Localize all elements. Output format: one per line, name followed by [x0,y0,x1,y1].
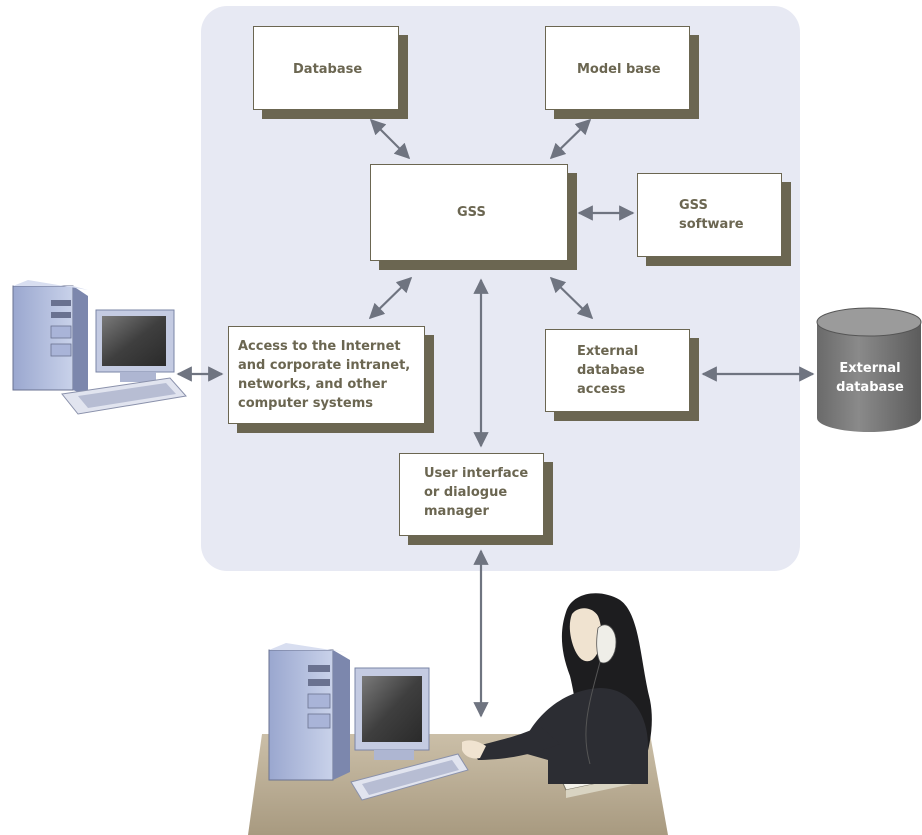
external-access-label-line-3: access [577,382,626,397]
gss-software-label-line-2: software [679,217,744,232]
database-box: Database [253,26,399,110]
external-database-label-line-2: database [836,380,904,395]
access-label-line-3: networks, and other [238,377,387,392]
external-access-box: External database access [545,329,690,412]
external-database-label: External database [818,359,922,397]
access-label-line-1: Access to the Internet [238,339,401,354]
ui-manager-label-line-2: or dialogue [424,485,508,500]
external-access-label-line-2: database [577,363,645,378]
external-database-cylinder-icon [816,307,922,432]
access-label-line-2: and corporate intranet, [238,358,411,373]
gss-software-label-line-1: GSS [679,198,708,213]
ui-manager-box: User interface or dialogue manager [399,453,544,536]
model-base-box: Model base [545,26,690,110]
external-database-label-line-1: External [839,361,901,376]
external-access-label-line-1: External [577,344,639,359]
database-label: Database [293,62,363,77]
ui-manager-label-line-3: manager [424,504,489,519]
access-label-line-4: computer systems [238,396,373,411]
left-computer-icon [12,280,187,415]
gss-software-box: GSS software [637,173,782,257]
gss-box: GSS [370,164,568,261]
arrow-gss-access [368,276,413,320]
arrow-database-gss [369,118,411,160]
person-on-phone-illustration [462,593,652,784]
arrow-model-base-gss [549,118,592,160]
model-base-label: Model base [577,62,661,77]
ui-manager-label-line-1: User interface [424,466,529,481]
gss-label: GSS [457,205,486,220]
access-box: Access to the Internet and corporate int… [228,326,425,424]
arrow-gss-external-access [549,276,594,320]
workstation-computer-icon [268,643,469,801]
